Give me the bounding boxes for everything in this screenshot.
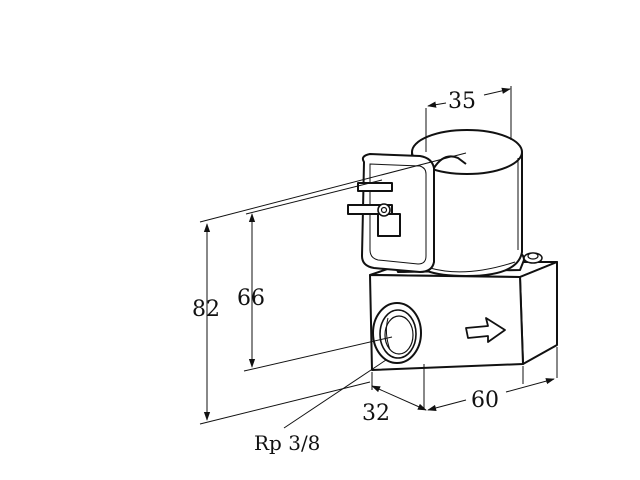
connector-plug — [347, 153, 467, 273]
port-thread-label: Rp 3/8 — [254, 431, 320, 455]
flow-direction-arrow-icon — [465, 317, 506, 343]
inlet-port — [372, 302, 422, 364]
dimension-lines — [199, 86, 558, 429]
dimension-35: 35 — [448, 89, 476, 114]
solenoid-coil — [411, 129, 523, 277]
dimension-32: 32 — [362, 401, 390, 426]
dimension-60: 60 — [471, 388, 499, 413]
dimension-66: 66 — [237, 286, 265, 311]
dimension-82: 82 — [192, 297, 220, 322]
